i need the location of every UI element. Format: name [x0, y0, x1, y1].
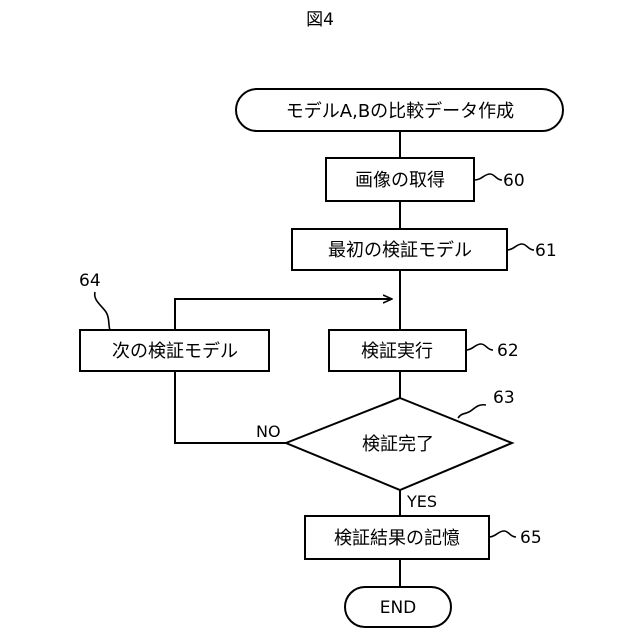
verify-complete-label: 検証完了: [362, 434, 434, 455]
leader-line-64: [95, 292, 110, 330]
store-result-label: 検証結果の記憶: [334, 528, 460, 549]
process-next-model: 次の検証モデル: [80, 330, 269, 371]
process-execute: 検証実行: [329, 330, 466, 371]
leader-line-63: [458, 405, 486, 418]
ref-number-65: 65: [520, 528, 542, 548]
leader-line-61: [507, 244, 534, 250]
ref-number-63: 63: [493, 388, 515, 408]
leader-line-60: [474, 174, 502, 180]
ref-number-61: 61: [535, 241, 557, 261]
connector-next-model-loop-arrow: [175, 299, 392, 330]
end-label: END: [380, 598, 417, 618]
execute-label: 検証実行: [361, 341, 433, 362]
start-label: モデルA,Bの比較データ作成: [286, 101, 514, 122]
process-store-result: 検証結果の記憶: [305, 516, 489, 559]
next-model-label: 次の検証モデル: [112, 341, 238, 362]
start-terminator: モデルA,Bの比較データ作成: [236, 89, 563, 131]
leader-line-62: [466, 344, 493, 350]
ref-number-64: 64: [79, 271, 101, 291]
leader-line-65: [489, 531, 516, 537]
ref-number-62: 62: [497, 341, 519, 361]
decision-verify-complete: 検証完了: [286, 398, 512, 490]
process-acquire-image: 画像の取得: [326, 158, 474, 201]
ref-number-60: 60: [503, 171, 525, 191]
branch-label-yes: YES: [406, 492, 437, 511]
acquire-image-label: 画像の取得: [355, 170, 445, 191]
process-first-model: 最初の検証モデル: [292, 229, 507, 270]
end-terminator: END: [345, 587, 451, 627]
branch-label-no: NO: [256, 422, 281, 441]
figure-title: 図4: [306, 10, 334, 30]
first-model-label: 最初の検証モデル: [328, 240, 472, 261]
